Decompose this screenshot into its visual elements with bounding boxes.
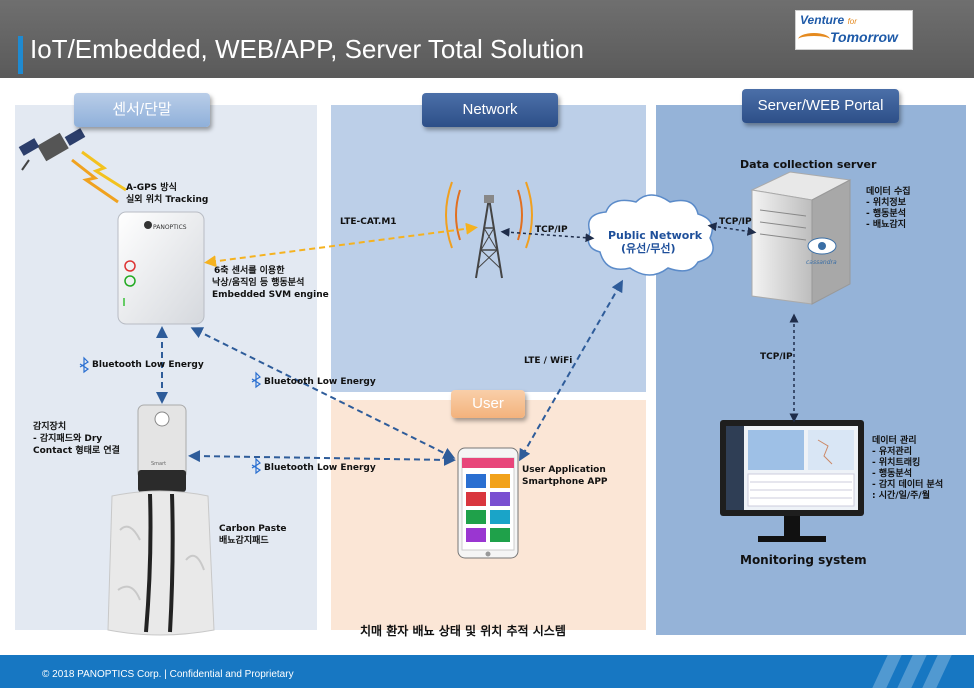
sensor-phone-ble-link <box>188 450 456 466</box>
detector-label-1: 감지장치 <box>33 422 67 432</box>
footer-copyright: © 2018 PANOPTICS Corp. | Confidential an… <box>42 669 294 680</box>
lte-wifi-label: LTE / WiFi <box>524 356 573 366</box>
sensor6-label-3: Embedded SVM engine <box>212 290 329 300</box>
logo-line1-small: for <box>847 17 857 26</box>
bluetooth-icon-1 <box>79 356 90 374</box>
tower-cloud-link <box>500 227 595 243</box>
detector-label-3: Contact 형태로 연결 <box>33 446 120 456</box>
data-collect-label-2: - 위치정보 <box>866 198 906 208</box>
sensor6-label-2: 낙상/움직임 등 행동분석 <box>212 278 305 288</box>
lte-cat-label: LTE-CAT.M1 <box>340 217 397 227</box>
monitoring-system-image <box>720 420 864 542</box>
agps-label-1: A-GPS 방식 <box>126 183 177 193</box>
tcpip-label-1: TCP/IP <box>535 225 568 235</box>
data-mgmt-label-1: 데이터 관리 <box>872 436 917 446</box>
device-phone-ble-link <box>190 327 456 459</box>
logo-line1: Venture <box>800 13 845 27</box>
tcpip-label-2: TCP/IP <box>719 217 752 227</box>
ble-label-2: Bluetooth Low Energy <box>264 377 376 387</box>
tracker-device-image <box>117 211 205 325</box>
public-network-cloud <box>587 194 714 276</box>
cloud-server-link <box>707 222 757 236</box>
logo-line2: Tomorrow <box>830 29 898 45</box>
monitoring-system-label: Monitoring system <box>740 553 867 567</box>
logo-swoosh <box>798 33 830 46</box>
title-accent-bar <box>18 36 23 74</box>
public-network-label-1: Public Network <box>608 229 703 242</box>
sensor-section-header: 센서/단말 <box>74 93 210 127</box>
data-mgmt-label-2: - 유저관리 <box>872 447 912 457</box>
tcpip-label-3: TCP/IP <box>760 352 793 362</box>
diagram-caption: 치매 환자 배뇨 상태 및 위치 추적 시스템 <box>360 624 566 638</box>
data-collection-server-image <box>750 171 852 305</box>
carbon-label-1: Carbon Paste <box>219 524 287 534</box>
user-app-label-1: User Application <box>522 465 606 475</box>
data-collect-label-1: 데이터 수집 <box>866 187 911 197</box>
data-collection-server-label: Data collection server <box>740 158 877 171</box>
cassandra-logo: cassandra <box>806 259 837 266</box>
user-section-header: User <box>451 390 525 418</box>
footer-stripe-3 <box>922 655 952 688</box>
data-mgmt-label-6: : 시간/일/주/월 <box>872 491 930 501</box>
data-mgmt-label-4: - 행동분석 <box>872 469 912 479</box>
server-section-header: Server/WEB Portal <box>742 89 899 123</box>
public-network-label-2: (유선/무선) <box>621 242 676 255</box>
sensor-module-brand: Smart <box>151 461 166 467</box>
carbon-label-2: 배뇨감지패드 <box>219 536 269 546</box>
footer-stripe-2 <box>897 655 927 688</box>
agps-label-2: 실외 위치 Tracking <box>126 195 209 205</box>
smartphone-image <box>457 447 519 559</box>
gps-signal-icon <box>71 150 127 204</box>
page-title: IoT/Embedded, WEB/APP, Server Total Solu… <box>30 34 584 64</box>
data-collect-label-4: - 배뇨감지 <box>866 220 906 230</box>
bluetooth-icon-2 <box>251 371 262 389</box>
sensor-module-image <box>137 404 187 492</box>
data-mgmt-label-5: - 감지 데이터 분석 <box>872 480 944 490</box>
footer-stripe-1 <box>872 655 902 688</box>
data-mgmt-label-3: - 위치트래킹 <box>872 458 921 468</box>
lte-cat-link <box>204 222 478 268</box>
data-collect-label-3: - 행동분석 <box>866 209 906 219</box>
bluetooth-icon-3 <box>251 457 262 475</box>
ble-label-3: Bluetooth Low Energy <box>264 463 376 473</box>
tracker-device-brand: PANOPTICS <box>153 224 187 231</box>
detector-label-2: - 감지패드와 Dry <box>33 434 103 444</box>
carbon-paste-pad-image <box>107 490 215 636</box>
user-app-label-2: Smartphone APP <box>522 477 608 487</box>
ble-label-1: Bluetooth Low Energy <box>92 360 204 370</box>
footer-bar <box>0 655 974 688</box>
network-section-header: Network <box>422 93 558 127</box>
sensor6-label-1: 6축 센서를 이용한 <box>214 266 285 276</box>
satellite-icon <box>18 128 86 171</box>
venture-for-tomorrow-logo: Venture for Tomorrow <box>795 10 913 50</box>
cloud-phone-link <box>519 279 623 462</box>
